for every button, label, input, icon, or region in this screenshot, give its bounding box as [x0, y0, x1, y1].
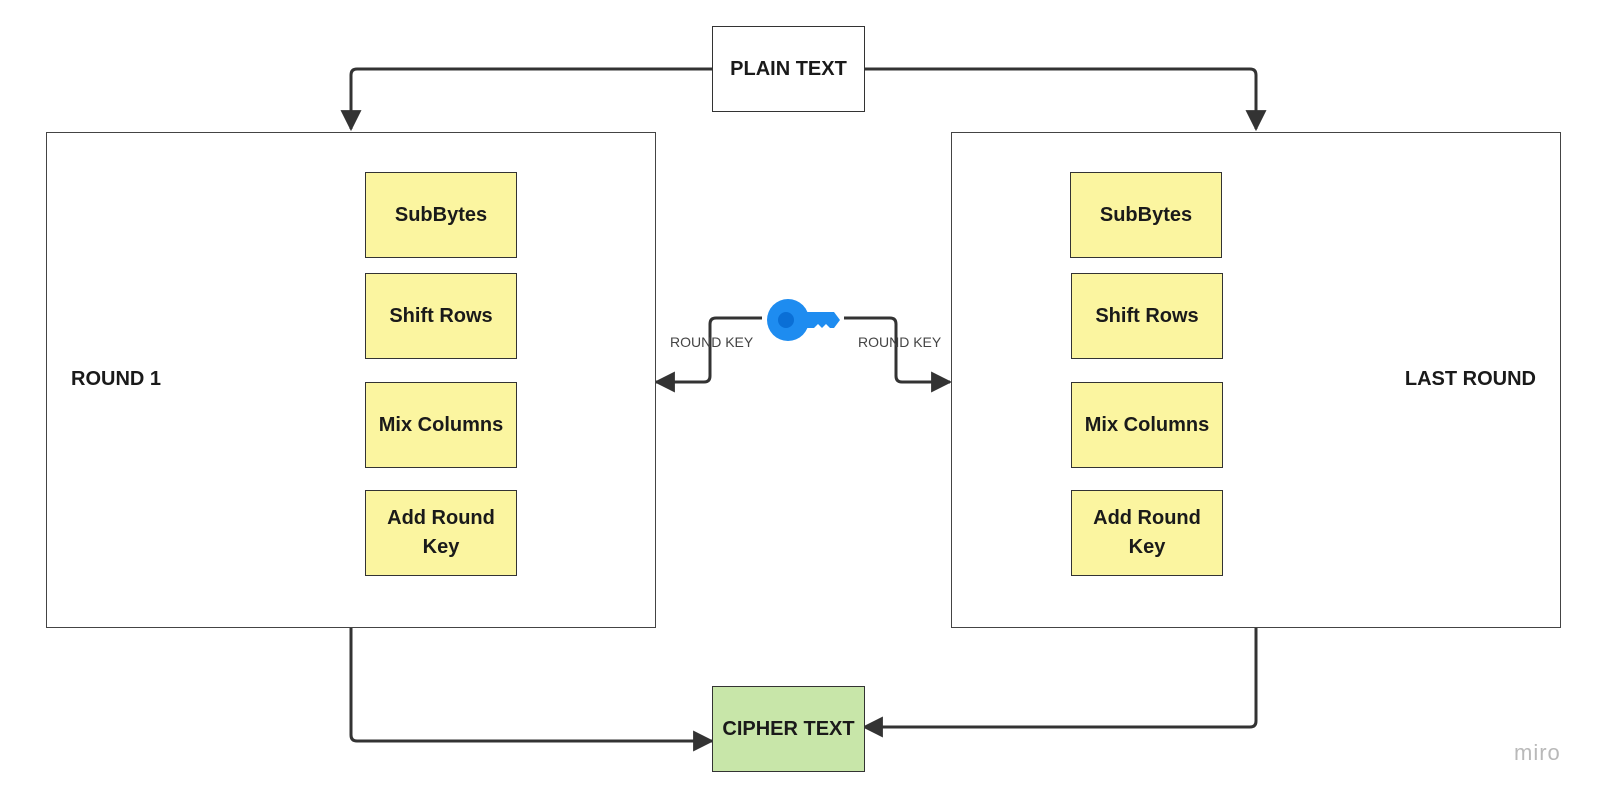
round-1-shift-rows[interactable]: Shift Rows [365, 273, 517, 359]
step-label: Mix Columns [1084, 413, 1210, 436]
last-round-shift-rows[interactable]: Shift Rows [1071, 273, 1223, 359]
key-icon [767, 299, 840, 341]
last-round-add-round-key[interactable]: Add Round Key [1071, 490, 1223, 576]
miro-watermark: miro [1514, 740, 1561, 765]
last-round-label: LAST ROUND [1404, 368, 1536, 390]
step-label: Add Round Key [387, 507, 495, 558]
round-key-label-right: ROUND KEY [858, 334, 942, 350]
round-key-label-left: ROUND KEY [670, 334, 754, 350]
cipher-text-label: CIPHER TEXT [722, 717, 855, 740]
step-label: Mix Columns [378, 413, 504, 436]
step-label: Shift Rows [389, 304, 493, 327]
round-1-label: ROUND 1 [71, 368, 162, 390]
step-label: SubBytes [394, 203, 488, 226]
last-round-subbytes[interactable]: SubBytes [1070, 172, 1222, 258]
arrow-plain-to-round1 [340, 67, 712, 132]
round-1-add-round-key[interactable]: Add Round Key [365, 490, 517, 576]
plain-text-node[interactable]: PLAIN TEXT [712, 26, 865, 112]
last-round-mix-columns[interactable]: Mix Columns [1071, 382, 1223, 468]
round-1-container[interactable]: ROUND 1 SubBytes Shift Rows Mix Columns … [46, 132, 656, 628]
step-label: Add Round Key [1093, 507, 1201, 558]
round-1-mix-columns[interactable]: Mix Columns [365, 382, 517, 468]
arrow-key-to-lastround [844, 316, 953, 393]
arrow-round1-to-cipher [349, 628, 715, 752]
arrow-key-to-round1 [653, 316, 762, 393]
round-1-subbytes[interactable]: SubBytes [365, 172, 517, 258]
last-round-container[interactable]: LAST ROUND SubBytes Shift Rows Mix Colum… [951, 132, 1561, 628]
cipher-text-node[interactable]: CIPHER TEXT [712, 686, 865, 772]
step-label: SubBytes [1099, 203, 1193, 226]
step-label: Shift Rows [1095, 304, 1199, 327]
plain-text-label: PLAIN TEXT [730, 57, 847, 80]
arrow-plain-to-lastround [864, 67, 1267, 132]
arrow-lastround-to-cipher [861, 628, 1258, 738]
